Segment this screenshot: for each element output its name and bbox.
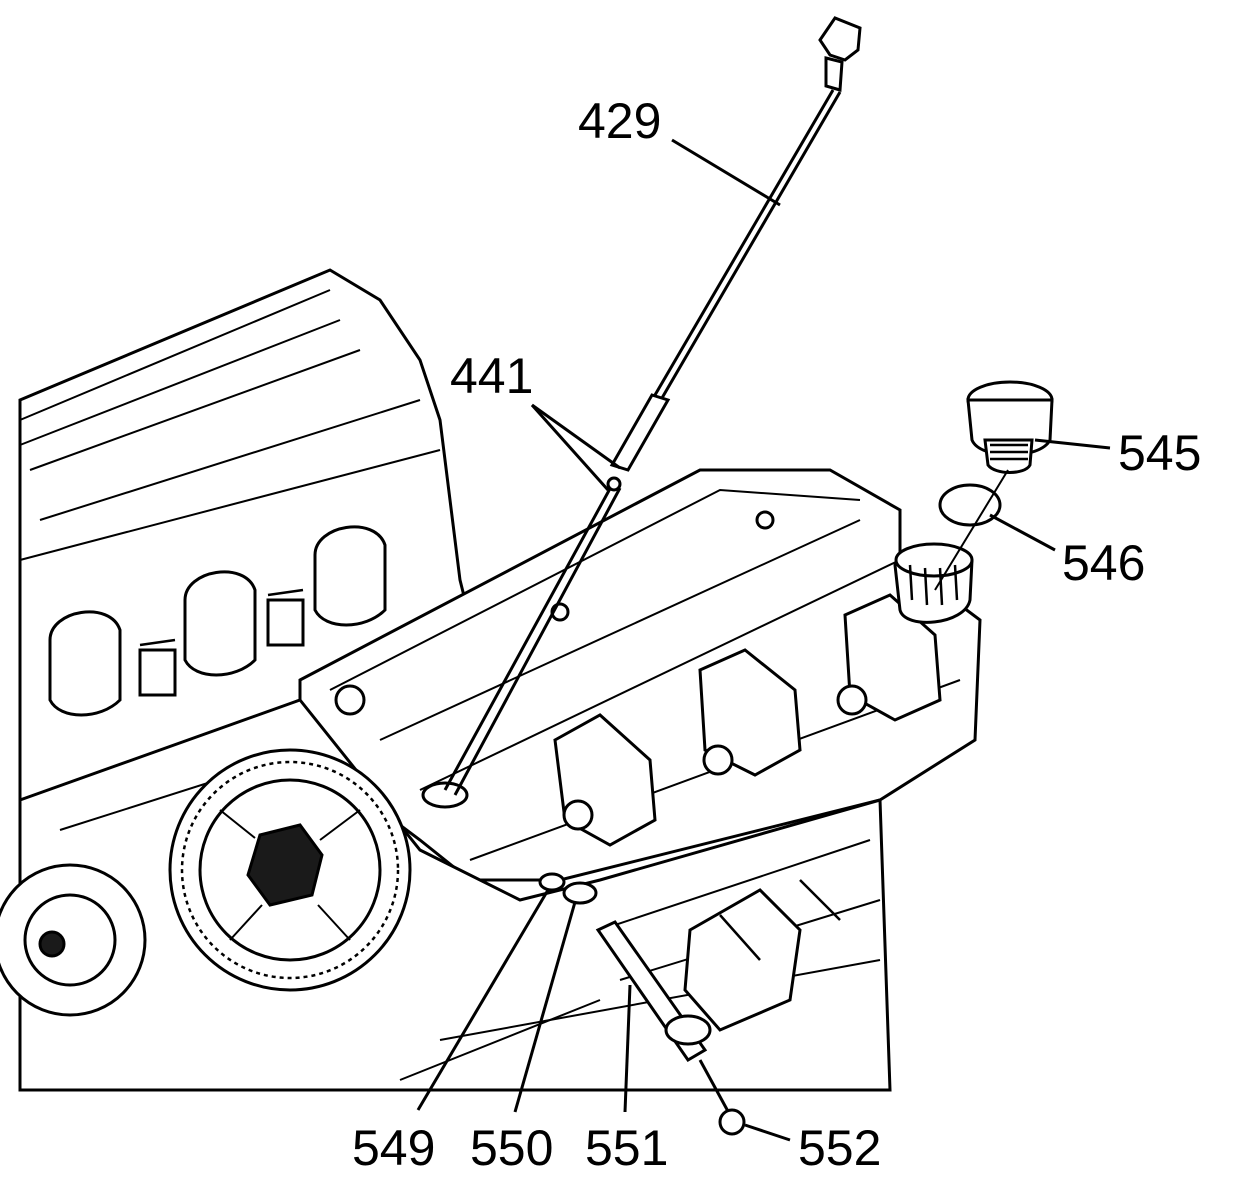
leader-429: [671, 138, 781, 207]
leader-441-a: [531, 403, 621, 470]
leader-545: [1034, 438, 1111, 450]
engine-block-illustration: [0, 268, 982, 1092]
callout-429: 429: [578, 93, 661, 149]
oil-level-indicator-429: [609, 16, 862, 472]
leader-549: [416, 889, 550, 1111]
leader-441-b: [530, 404, 610, 491]
callout-546: 546: [1062, 535, 1145, 591]
callout-441: 441: [450, 348, 533, 404]
leader-552: [744, 1123, 791, 1142]
callout-552: 552: [798, 1120, 881, 1176]
callout-labels: 429 441 545 546 549 550 551 552: [352, 93, 1201, 1176]
oil-fill-cap-seal-546: [938, 483, 1002, 527]
callout-545: 545: [1118, 425, 1201, 481]
tube-lower-section-551: [595, 920, 712, 1062]
callout-551: 551: [585, 1120, 668, 1176]
bolt-552: [698, 1059, 746, 1136]
tube-seals-549-550: [538, 872, 598, 905]
leader-550: [513, 901, 577, 1113]
leader-551: [623, 984, 632, 1113]
oil-fill-cap-545: [966, 380, 1054, 474]
leader-546: [989, 513, 1056, 552]
leader-lines: [416, 138, 1111, 1142]
oil-level-indicator-tube: [443, 476, 622, 796]
callout-549: 549: [352, 1120, 435, 1176]
callout-550: 550: [470, 1120, 553, 1176]
